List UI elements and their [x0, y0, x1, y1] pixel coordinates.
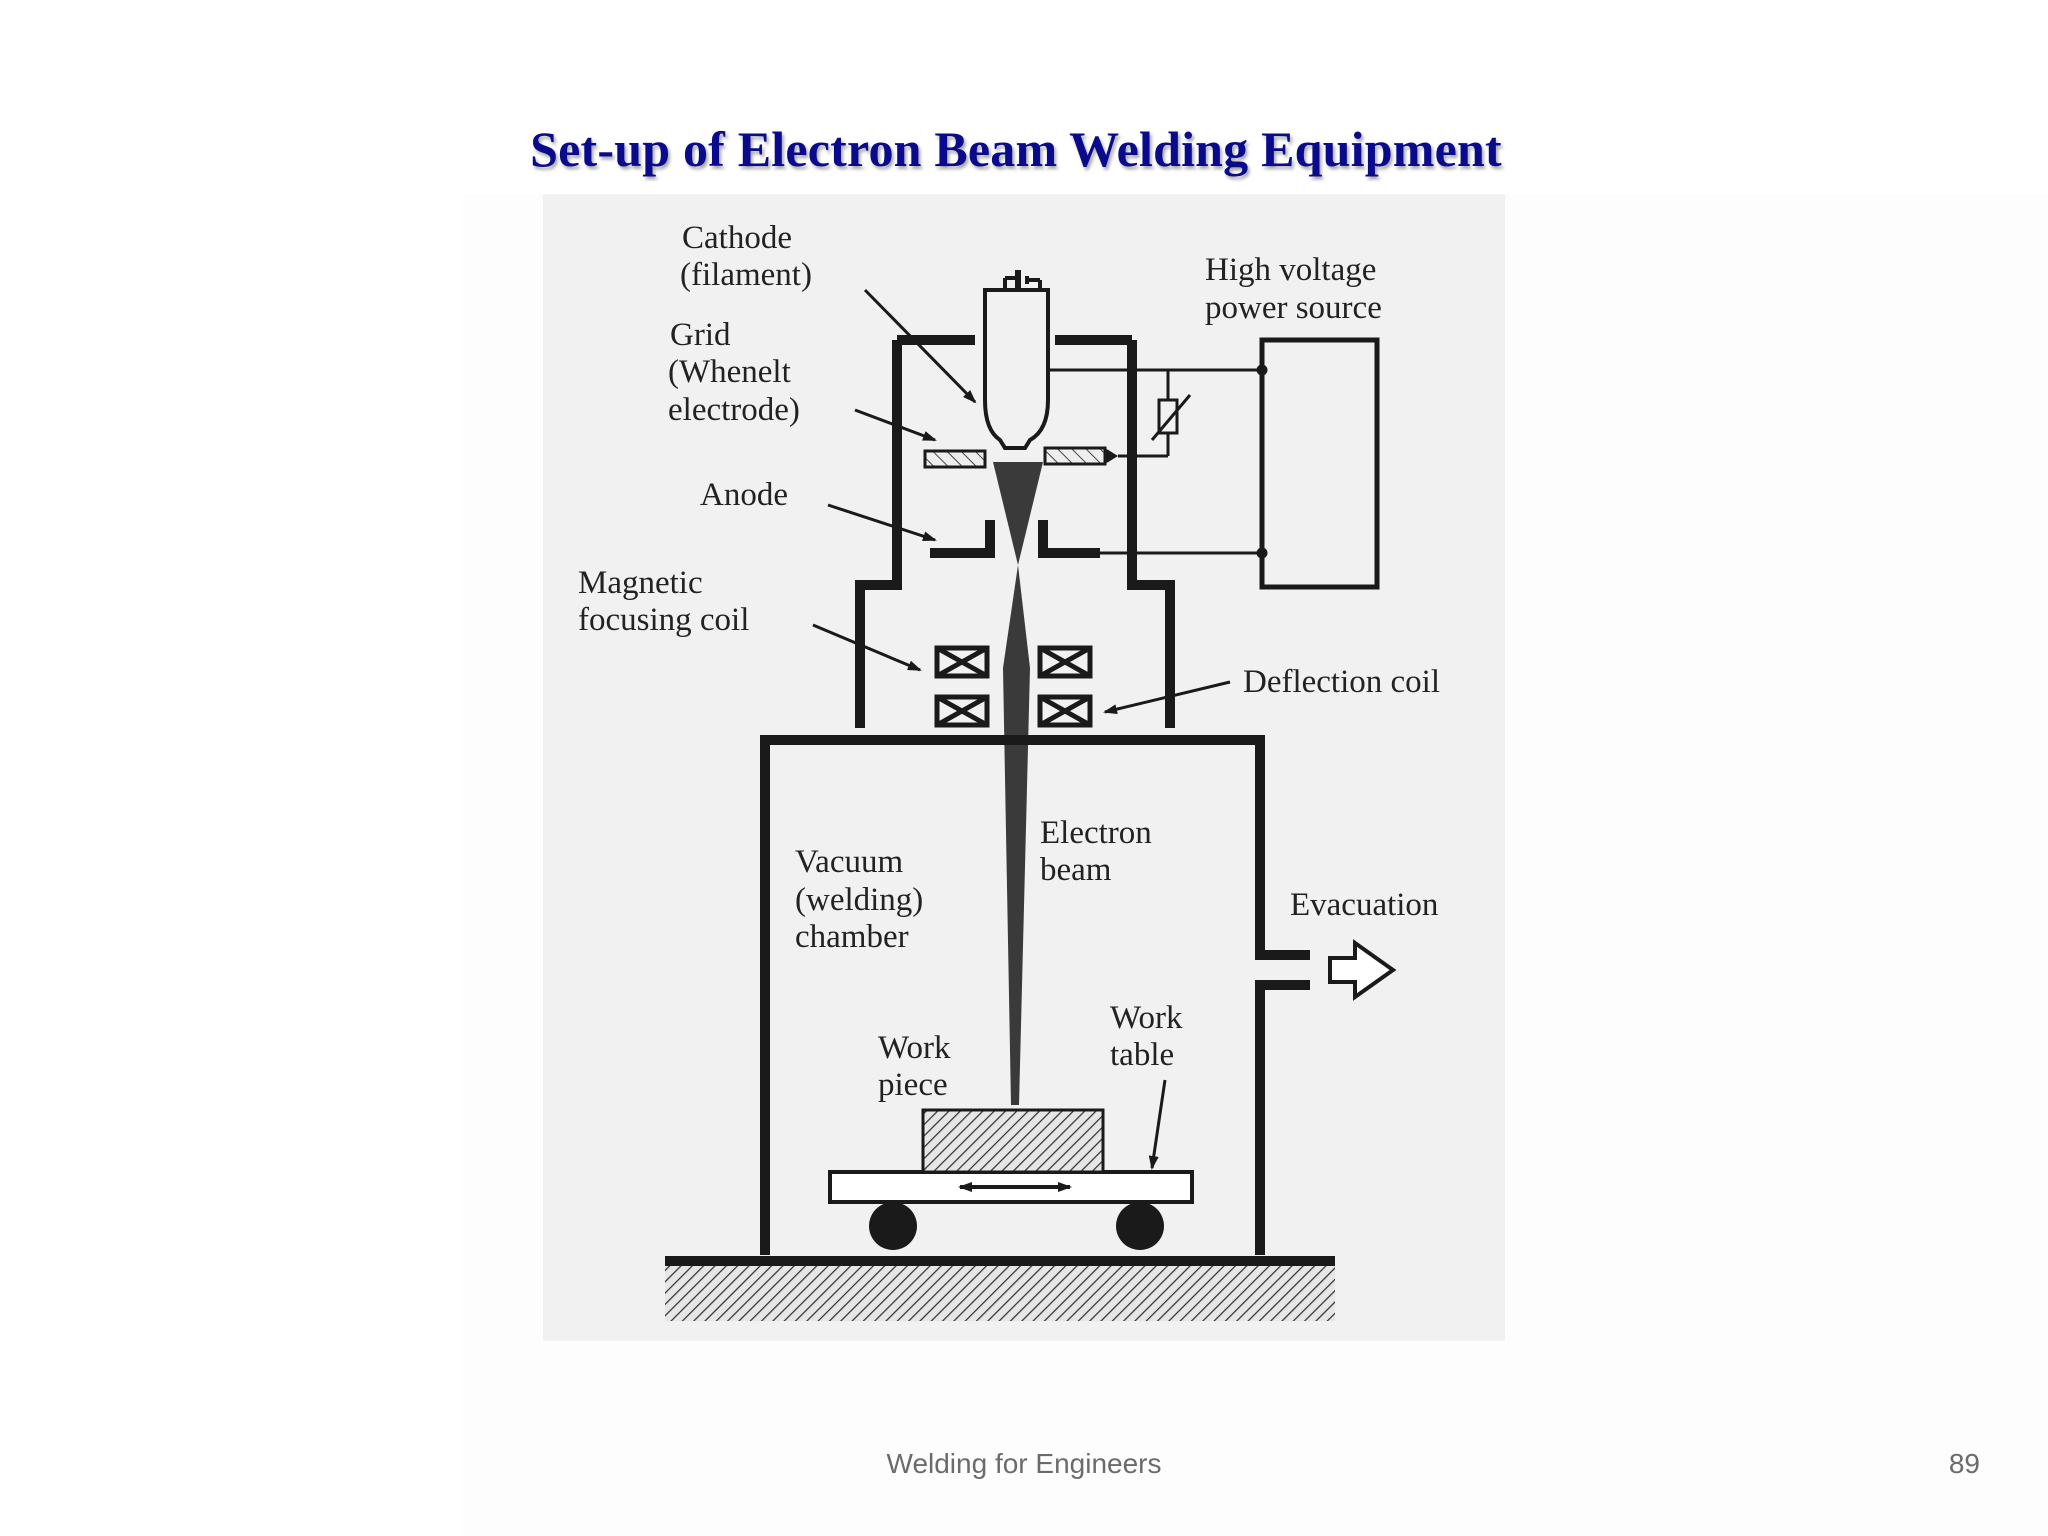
- vacuum-chamber: [760, 735, 1310, 1255]
- table-wheel-left: [869, 1202, 917, 1250]
- high-voltage-power-source: [1259, 337, 1380, 590]
- cathode-leader: [863, 288, 977, 404]
- grid-label: Grid (Whenelt electrode): [668, 317, 800, 428]
- floor: [665, 1256, 1335, 1321]
- evacuation-arrow: [1328, 939, 1397, 1001]
- anode-leader: [827, 503, 937, 542]
- work-table: [828, 1170, 1194, 1250]
- cathode-assembly: [983, 270, 1050, 450]
- work-table-leader: [1148, 1079, 1167, 1170]
- work-piece-label: Work piece: [878, 1030, 959, 1103]
- work-table-label: Work table: [1110, 1000, 1191, 1073]
- slide-title: Set-up of Electron Beam Welding Equipmen…: [0, 120, 2048, 178]
- deflection-coil: [934, 694, 1093, 728]
- evacuation-label: Evacuation: [1290, 887, 1438, 923]
- electron-beam-label: Electron beam: [1040, 815, 1160, 888]
- electron-beam: [993, 462, 1043, 1105]
- anode: [930, 520, 1100, 558]
- deflection-coil-leader: [1103, 680, 1231, 715]
- work-piece: [921, 1108, 1105, 1174]
- table-wheel-right: [1116, 1202, 1164, 1250]
- slide-title-text: Set-up of Electron Beam Welding Equipmen…: [530, 121, 1502, 177]
- page-number: 89: [1948, 1448, 1980, 1479]
- grid-electrode: [923, 446, 1118, 469]
- wiring: [1048, 364, 1268, 559]
- focusing-coil-label: Magnetic focusing coil: [578, 565, 749, 638]
- anode-label: Anode: [700, 477, 788, 513]
- power-source-label: High voltage power source: [1205, 252, 1385, 326]
- footer-text: Welding for Engineers: [886, 1448, 1162, 1479]
- gun-housing: [855, 335, 1175, 728]
- cathode-label: Cathode (filament): [680, 220, 812, 293]
- leader-lines: [812, 288, 1231, 1170]
- vacuum-chamber-label: Vacuum (welding) chamber: [795, 844, 932, 955]
- focusing-coil-leader: [812, 623, 922, 672]
- grid-leader: [854, 408, 937, 442]
- magnetic-focusing-coil: [934, 645, 1093, 679]
- deflection-coil-label: Deflection coil: [1243, 664, 1440, 700]
